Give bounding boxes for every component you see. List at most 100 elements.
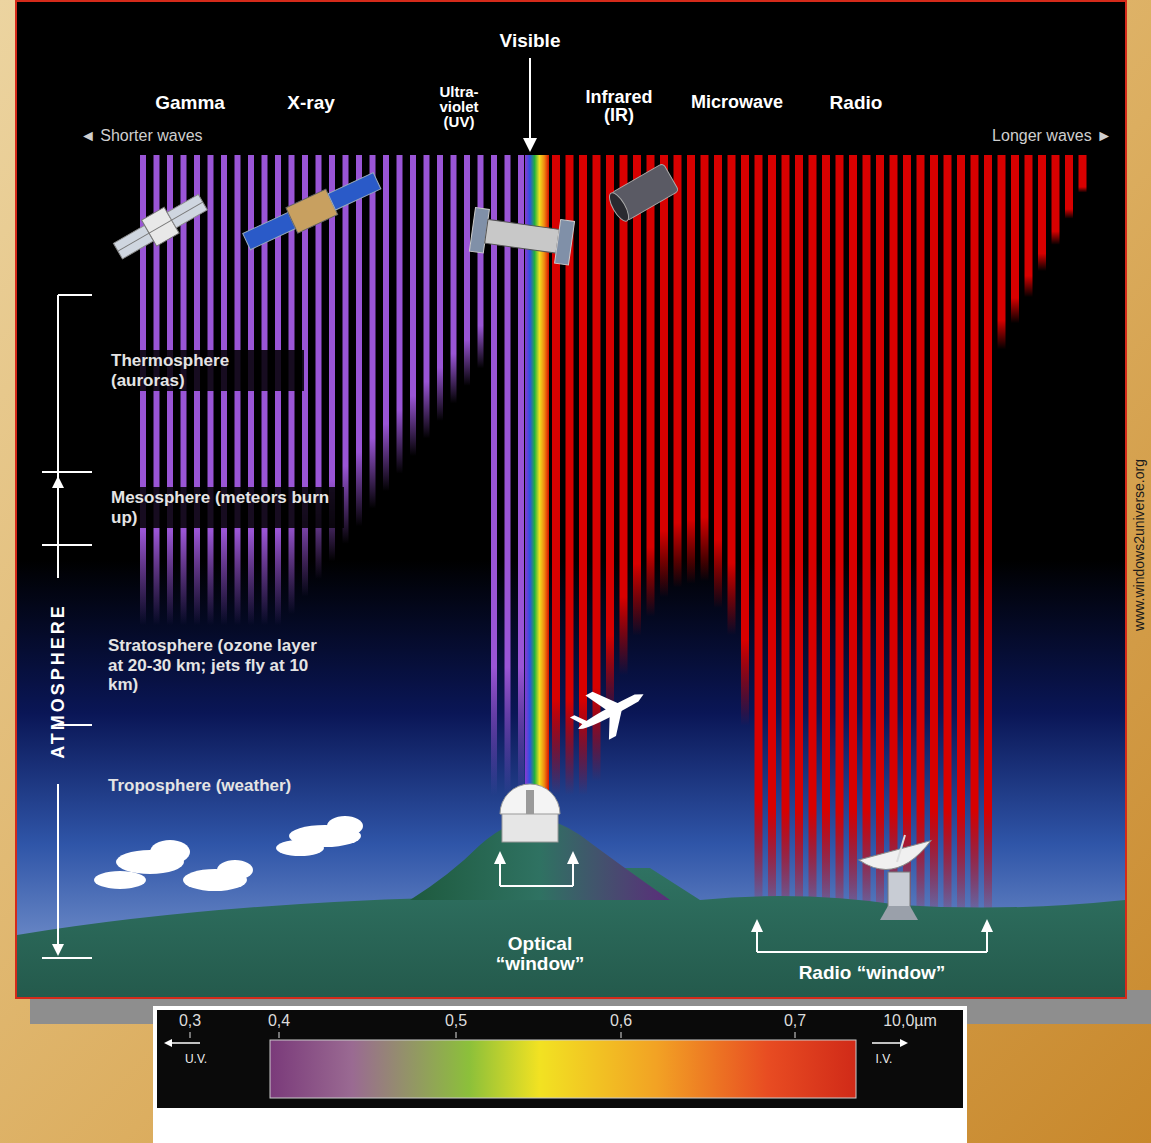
scale-number: 0,7 (784, 1012, 806, 1030)
ir-radio-stripe (728, 155, 736, 635)
uv-xray-gamma-stripe (478, 155, 484, 368)
layer-label: Stratosphere (ozone layer at 20-30 km; j… (108, 636, 323, 695)
scale-ticks-part (279, 1032, 280, 1038)
ir-radio-stripe (944, 155, 952, 925)
radio-window-bracket-part (756, 930, 758, 952)
uv-xray-gamma-stripe (437, 155, 443, 421)
band-label: X-ray (287, 92, 335, 114)
xray-satellite (241, 168, 383, 254)
visible-spectrum-bar (270, 1040, 856, 1098)
layer-label: Troposphere (weather) (108, 776, 308, 796)
axis-label: ATMOSPHERE (48, 603, 69, 759)
scale-arrows-part (164, 1039, 172, 1047)
ir-radio-stripe (822, 155, 830, 925)
uv-xray-gamma-stripe (424, 155, 430, 438)
scale-ticks-part (456, 1032, 457, 1038)
uv-xray-gamma-stripe (370, 155, 376, 509)
radio-dish-part (880, 906, 918, 920)
scale-ticks (190, 1032, 795, 1038)
ir-radio-stripe (984, 155, 992, 925)
optical-window-bracket-part (499, 862, 501, 886)
band-label: Ultra- violet (UV) (428, 84, 490, 129)
ir-radio-stripe (998, 155, 1006, 349)
ir-radio-stripe (836, 155, 844, 925)
clouds-part (94, 871, 146, 889)
ir-radio-stripe (660, 155, 668, 597)
atmosphere-bracket-part (58, 294, 92, 296)
scale-ticks-part (621, 1032, 622, 1038)
ir-radio-stripe (579, 155, 587, 795)
uv-xray-gamma-stripe (383, 155, 389, 491)
ir-radio-stripe (957, 155, 965, 925)
ir-radio-stripe (917, 155, 925, 925)
observatory-part (500, 784, 560, 814)
uv-xray-gamma-stripe (343, 155, 349, 544)
atmosphere-bracket-part (42, 544, 92, 546)
xray-satellite-part (328, 173, 381, 210)
window-arrowhead (567, 851, 579, 864)
optical-window-bracket (500, 862, 573, 886)
radio-dish (859, 835, 936, 920)
observatory-part (526, 790, 534, 814)
ir-radio-stripe (1079, 155, 1087, 193)
atmosphere-bracket-part (57, 295, 59, 578)
ir-radio-stripe (1025, 155, 1033, 297)
ir-radio-stripe (876, 155, 884, 925)
scale-ticks-part (190, 1032, 191, 1038)
gamma-satellite (110, 189, 210, 264)
gamma-satellite-part (118, 202, 203, 251)
band-label: Gamma (155, 92, 225, 114)
band-label: Visible (500, 30, 561, 52)
ir-radio-stripe (795, 155, 803, 925)
ir-radio-stripe (687, 155, 695, 584)
ir-radio-stripe (903, 155, 911, 925)
scale-end-label: U.V. (185, 1053, 207, 1067)
ir-radio-stripe (849, 155, 857, 925)
scale-arrows-part (168, 1042, 200, 1044)
scale-number: 10,0µm (883, 1012, 937, 1030)
scale-number: 0,5 (445, 1012, 467, 1030)
airplane-part (599, 709, 632, 740)
atmosphere-bracket-part (42, 957, 92, 959)
scale-arrows-part (900, 1039, 908, 1047)
band-label: Radio (830, 92, 883, 114)
clouds-part (276, 840, 324, 856)
layer-label: Mesosphere (meteors burn up) (108, 487, 344, 528)
atmosphere-bracket-part (57, 784, 59, 950)
ir-radio-stripe (620, 155, 628, 675)
optical-window-bracket-part (572, 862, 574, 886)
clouds-part (327, 816, 363, 836)
wave-stripes (140, 155, 1087, 925)
ir-radio-stripe (714, 155, 722, 608)
ir-radio-stripe (701, 155, 709, 581)
hubble-telescope (469, 208, 574, 265)
airplane-part (570, 711, 588, 728)
ir-radio-stripe (1052, 155, 1060, 245)
clouds-part (217, 860, 253, 880)
ir-radio-stripe (782, 155, 790, 925)
radio-window-bracket-part (757, 951, 987, 953)
ir-radio-stripe (633, 155, 641, 636)
radio-window-bracket-part (986, 930, 988, 952)
scale-box (153, 1006, 967, 1143)
visible-arrow-part (529, 58, 531, 140)
uv-xray-gamma-stripe (410, 155, 416, 456)
observatory-part (502, 812, 558, 842)
ir-radio-stripe (930, 155, 938, 925)
ir-radio-stripe (768, 155, 776, 925)
ir-radio-stripe (1038, 155, 1046, 271)
scale-ticks-part (795, 1032, 796, 1038)
ir-radio-stripe (593, 155, 601, 781)
direction-label: Longer waves ► (992, 127, 1112, 145)
optical-window-bracket-part (500, 885, 573, 887)
window-arrowhead (751, 919, 763, 932)
ir-radio-stripe (741, 155, 749, 726)
clouds (94, 816, 363, 891)
ir-radio-stripe (809, 155, 817, 925)
uv-xray-gamma-stripe (397, 155, 403, 474)
band-label: Microwave (691, 92, 783, 113)
visible-arrow-part (523, 138, 537, 152)
band-label: Infrared (IR) (574, 88, 664, 124)
ir-radio-stripe (674, 155, 682, 588)
